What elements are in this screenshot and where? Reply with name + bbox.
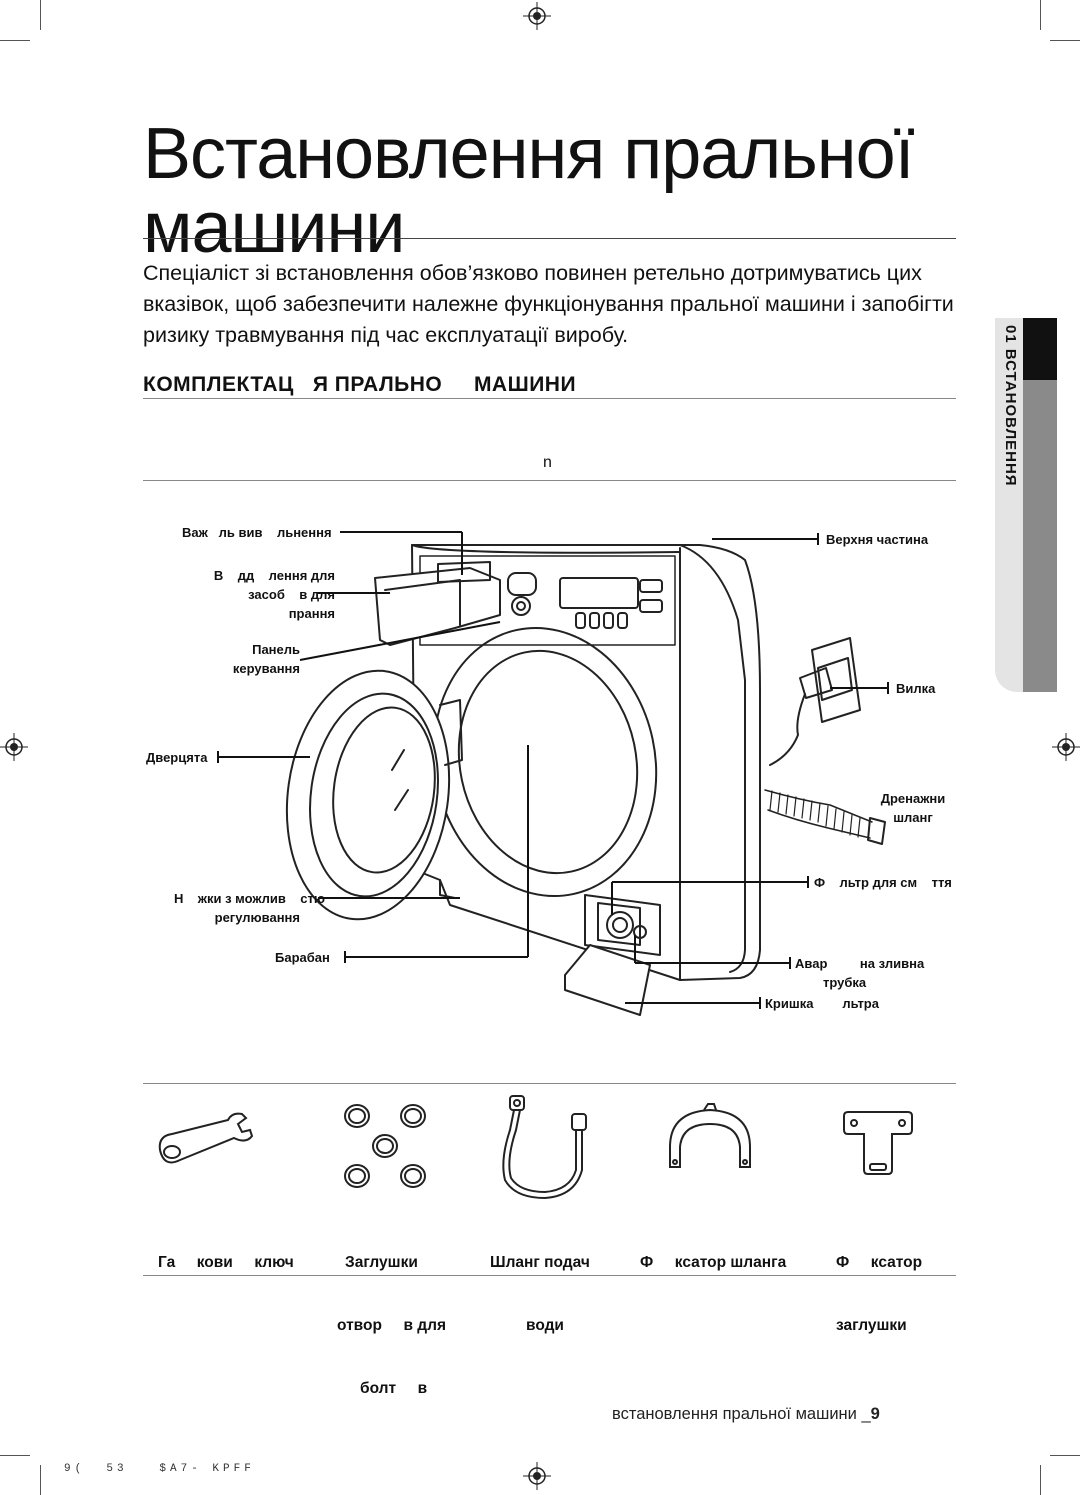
- drum-opening: [432, 626, 658, 898]
- footer-text: встановлення пральної машини _: [612, 1405, 871, 1423]
- page-title-line-2: машини: [143, 188, 406, 268]
- crop-mark: [1050, 40, 1080, 41]
- label-control-panel: Панель керування: [232, 642, 300, 676]
- spanner-icon: [158, 1112, 254, 1164]
- crop-mark: [40, 0, 41, 30]
- machine-body: [411, 544, 761, 981]
- label-top: Верхня частина: [826, 532, 929, 547]
- page-title-line-1: Встановлення пральної: [143, 114, 915, 194]
- title-divider: [143, 238, 956, 239]
- crop-mark: [1040, 0, 1041, 30]
- registration-mark-icon: [523, 2, 551, 30]
- accessory-water-hose-label: Шланг подач води: [490, 1254, 590, 1334]
- side-tab: 01 ВСТАНОВЛЕННЯ: [997, 325, 1023, 685]
- registration-mark-icon: [523, 1462, 551, 1490]
- intro-paragraph: Спеціаліст зі встановлення обов’язково п…: [143, 261, 954, 347]
- label-drain-hose: Дренажни шланг: [880, 791, 946, 825]
- accessory-caps-label: Заглушки отвор в для болт в: [337, 1254, 447, 1397]
- note-divider: [143, 480, 956, 481]
- crop-mark: [1050, 1455, 1080, 1456]
- crop-mark: [40, 1465, 41, 1495]
- accessory-cap-holder-label: Ф ксатор заглушки: [836, 1254, 923, 1334]
- registration-mark-icon: [1052, 733, 1080, 761]
- note-icon: n: [543, 454, 552, 471]
- hose-holder-icon: [669, 1103, 751, 1168]
- page-title: Встановлення пральної машини: [143, 114, 915, 268]
- label-emergency-drain: Авар на зливна трубка: [795, 956, 925, 990]
- label-detergent-drawer: В дд лення для засоб в для прання: [213, 568, 335, 621]
- section-divider: [143, 398, 956, 399]
- accessories-top-divider: [143, 1083, 956, 1084]
- label-lever: Важ ль вив льнення: [182, 525, 332, 540]
- label-plug: Вилка: [896, 681, 936, 696]
- side-tab-bar: [1023, 380, 1057, 692]
- cap-holder-icon: [843, 1111, 913, 1175]
- accessory-spanner-label: Га кови ключ: [158, 1254, 294, 1271]
- crop-mark: [1040, 1465, 1041, 1495]
- registration-mark-icon: [0, 733, 28, 761]
- page-footer: встановлення пральної машини _9: [612, 1405, 880, 1424]
- side-tab-background: [995, 318, 1023, 692]
- page-number: 9: [870, 1405, 880, 1423]
- side-tab-label: 01 ВСТАНОВЛЕННЯ: [1002, 325, 1019, 487]
- label-door: Дверцята: [146, 750, 208, 765]
- label-adjustable-feet: Н жки з можлив стю регулювання: [173, 891, 325, 925]
- accessory-hose-holder-label: Ф ксатор шланга: [640, 1254, 787, 1271]
- water-hose-icon: [502, 1095, 587, 1200]
- print-code: 9( 53 $A7- KPFF: [64, 1463, 255, 1475]
- label-debris-filter: Ф льтр для см ття: [814, 875, 952, 890]
- side-tab-marker: [1023, 318, 1057, 380]
- cap-icon: [344, 1104, 426, 1188]
- label-drum: Барабан: [275, 950, 330, 965]
- crop-mark: [0, 1455, 30, 1456]
- section-heading: КОМПЛЕКТАЦ Я ПРАЛЬНО МАШИНИ: [143, 373, 577, 396]
- accessories-bottom-divider: [143, 1275, 956, 1276]
- label-filter-cover: Кришка льтра: [765, 996, 879, 1011]
- washing-machine-diagram: [217, 531, 889, 1016]
- leader-line: [299, 621, 501, 661]
- crop-mark: [0, 40, 30, 41]
